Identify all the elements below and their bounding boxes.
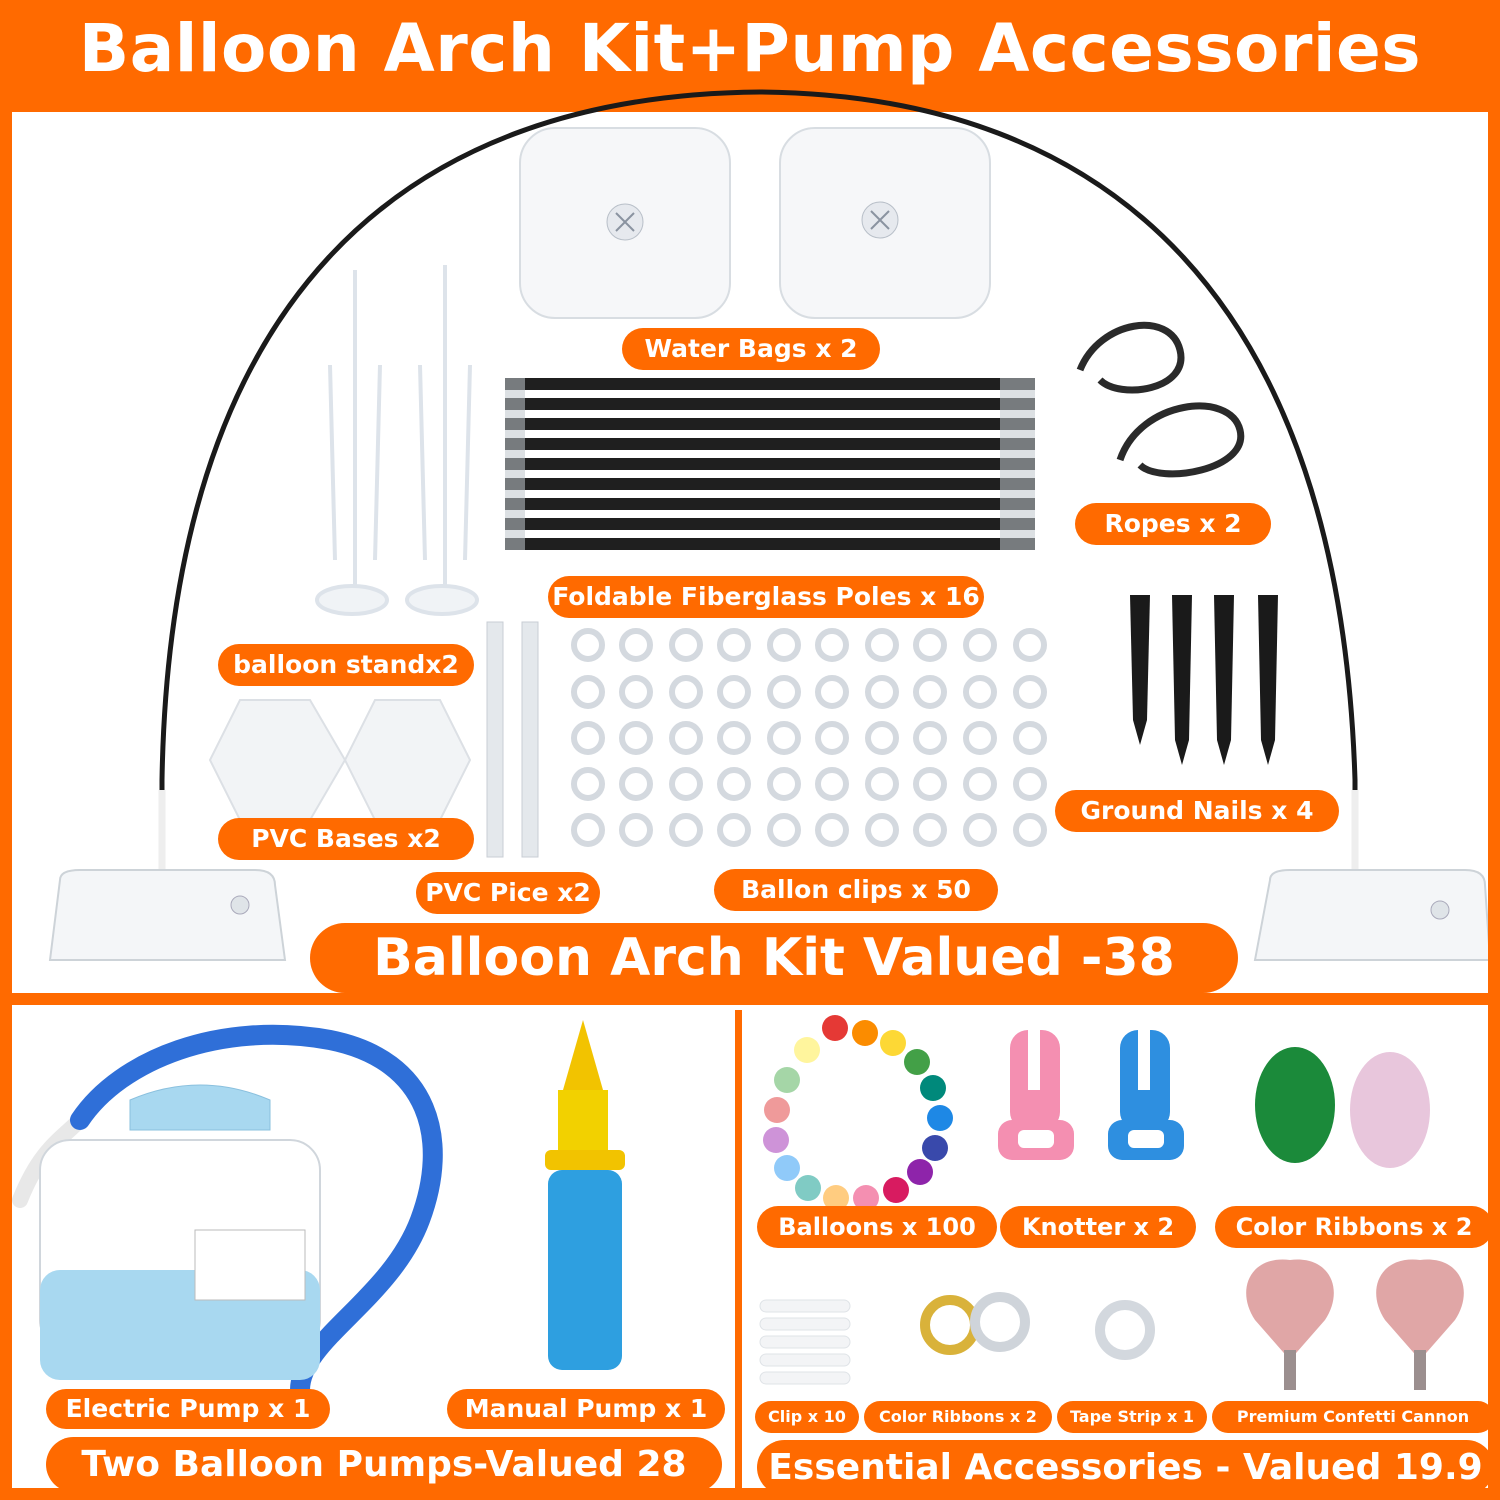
arch-valued-banner: Balloon Arch Kit Valued -38 — [310, 923, 1238, 993]
label-clip: Clip x 10 — [755, 1401, 859, 1433]
label-poles: Foldable Fiberglass Poles x 16 — [548, 576, 984, 618]
label-color-ribbons-small: Color Ribbons x 2 — [864, 1401, 1052, 1433]
label-pvc-bases: PVC Bases x2 — [218, 818, 474, 860]
label-ropes: Ropes x 2 — [1075, 503, 1271, 545]
label-knotter: Knotter x 2 — [1000, 1206, 1196, 1248]
section-divider-horizontal — [0, 993, 1500, 1005]
label-ballon-clips: Ballon clips x 50 — [714, 869, 998, 911]
page-title: Balloon Arch Kit+Pump Accessories — [78, 10, 1422, 87]
label-balloon-stand: balloon standx2 — [218, 644, 474, 686]
label-pvc-pice: PVC Pice x2 — [416, 872, 600, 914]
label-tape-strip: Tape Strip x 1 — [1057, 1401, 1207, 1433]
pumps-valued-banner: Two Balloon Pumps-Valued 28 — [46, 1437, 722, 1492]
accessories-valued-banner: Essential Accessories - Valued 19.9 — [757, 1440, 1494, 1495]
label-ground-nails: Ground Nails x 4 — [1055, 790, 1339, 832]
label-water-bags: Water Bags x 2 — [622, 328, 880, 370]
label-color-ribbons: Color Ribbons x 2 — [1215, 1206, 1493, 1248]
label-manual-pump: Manual Pump x 1 — [447, 1389, 725, 1429]
label-electric-pump: Electric Pump x 1 — [46, 1389, 330, 1429]
label-balloons: Balloons x 100 — [757, 1206, 997, 1248]
section-divider-vertical — [735, 1010, 742, 1500]
label-confetti-cannon: Premium Confetti Cannon — [1212, 1401, 1494, 1433]
